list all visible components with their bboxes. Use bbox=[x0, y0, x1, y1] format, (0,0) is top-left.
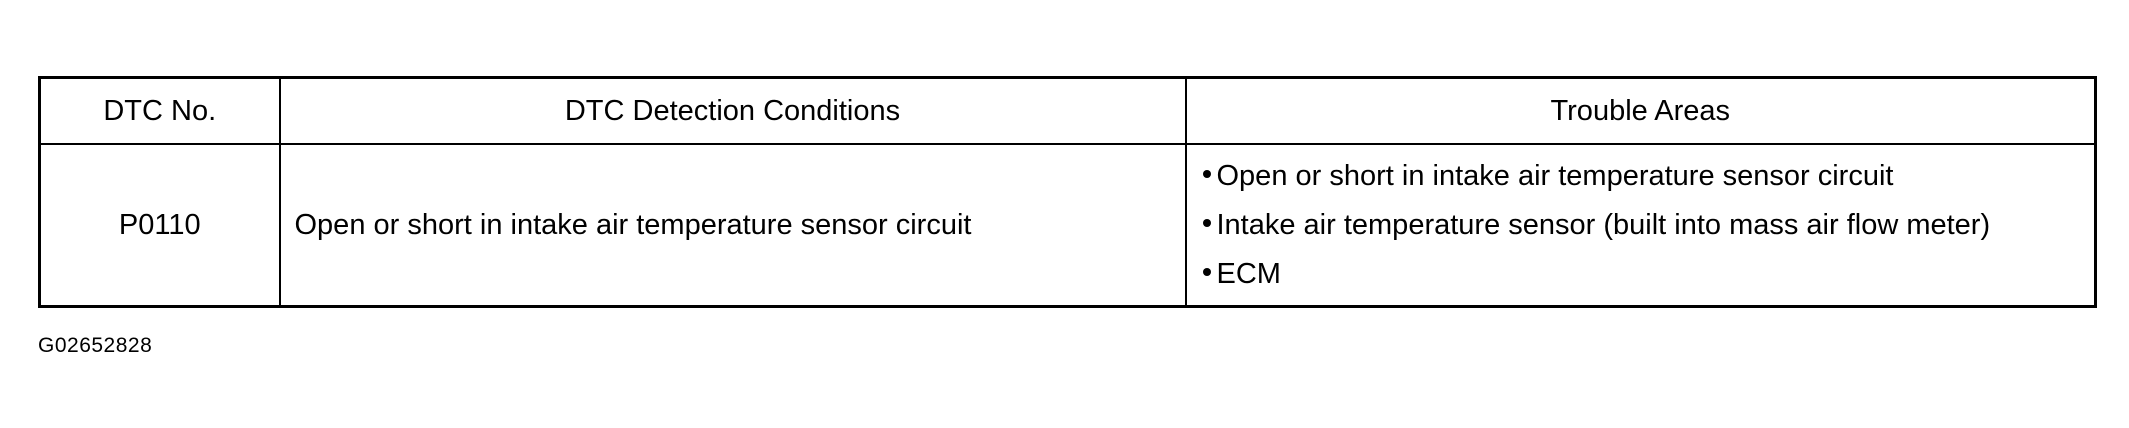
header-trouble-areas: Trouble Areas bbox=[1184, 76, 2097, 145]
header-dtc-no: DTC No. bbox=[38, 76, 281, 145]
table-header: DTC No. DTC Detection Conditions Trouble… bbox=[38, 76, 2097, 145]
header-detection-conditions: DTC Detection Conditions bbox=[278, 76, 1187, 145]
trouble-areas-list: Open or short in intake air temperature … bbox=[1202, 152, 2094, 299]
bullet-icon bbox=[1202, 218, 1211, 227]
figure-id: G02652828 bbox=[38, 334, 153, 357]
dtc-code-cell: P0110 bbox=[38, 143, 281, 308]
dtc-table: DTC No. DTC Detection Conditions Trouble… bbox=[38, 76, 2097, 308]
list-item: Intake air temperature sensor (built int… bbox=[1202, 201, 2094, 250]
table-body: P0110 Open or short in intake air temper… bbox=[38, 143, 2097, 308]
bullet-icon bbox=[1202, 169, 1211, 178]
trouble-areas-cell: Open or short in intake air temperature … bbox=[1184, 143, 2097, 308]
list-item: Open or short in intake air temperature … bbox=[1202, 152, 2094, 201]
trouble-area-text: Intake air temperature sensor (built int… bbox=[1216, 208, 1991, 241]
detection-condition-cell: Open or short in intake air temperature … bbox=[278, 143, 1187, 308]
trouble-area-text: Open or short in intake air temperature … bbox=[1216, 159, 1894, 192]
list-item: ECM bbox=[1202, 250, 2094, 299]
bullet-icon bbox=[1202, 267, 1211, 276]
header-row: DTC No. DTC Detection Conditions Trouble… bbox=[38, 76, 2097, 145]
trouble-area-text: ECM bbox=[1216, 257, 1281, 290]
table-row: P0110 Open or short in intake air temper… bbox=[38, 143, 2097, 308]
